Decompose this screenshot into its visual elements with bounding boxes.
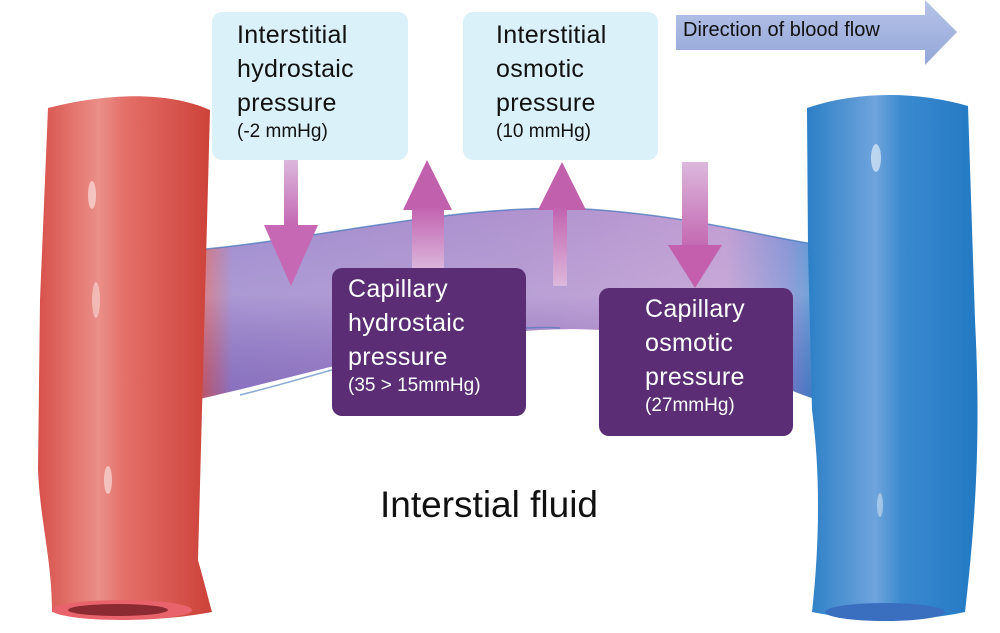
pressure-value: (-2 mmHg) — [237, 121, 328, 142]
capillary-hydrostatic-arrow-icon — [403, 160, 452, 270]
blood-flow-direction-label: Direction of blood flow — [683, 19, 880, 41]
interstitial-hydrostatic-pressure-label: Interstitial hydrostaic pressure (-2 mmH… — [212, 12, 408, 160]
label-line: hydrostaic — [348, 309, 465, 337]
pressure-value: (27mmHg) — [645, 395, 735, 416]
label-line: pressure — [645, 363, 745, 391]
label-line: hydrostaic — [237, 55, 354, 83]
interstitial-fluid-label: Interstial fluid — [380, 484, 598, 525]
interstitial-hydrostatic-arrow-icon — [264, 160, 318, 286]
arteriole — [38, 96, 212, 620]
label-line: pressure — [237, 89, 337, 117]
label-line: osmotic — [496, 55, 585, 83]
label-line: Interstitial — [237, 21, 348, 49]
pressure-value: (35 > 15mmHg) — [348, 375, 481, 396]
label-line: Capillary — [348, 275, 448, 303]
pressure-value: (10 mmHg) — [496, 121, 592, 142]
venule — [807, 95, 978, 621]
label-line: pressure — [496, 89, 596, 117]
label-line: Interstitial — [496, 21, 607, 49]
interstitial-osmotic-pressure-label: Interstitial osmotic pressure (10 mmHg) — [463, 12, 658, 160]
blood-flow-arrow-icon — [676, 0, 957, 65]
label-line: osmotic — [645, 329, 734, 357]
label-line: Capillary — [645, 295, 745, 323]
capillary-osmotic-pressure-label: Capillary osmotic pressure (27mmHg) — [599, 288, 793, 436]
label-line: pressure — [348, 343, 448, 371]
interstitial-osmotic-arrow-icon — [538, 162, 586, 286]
capillary-osmotic-arrow-icon — [668, 162, 722, 288]
capillary-hydrostatic-pressure-label: Capillary hydrostaic pressure (35 > 15mm… — [332, 268, 526, 416]
